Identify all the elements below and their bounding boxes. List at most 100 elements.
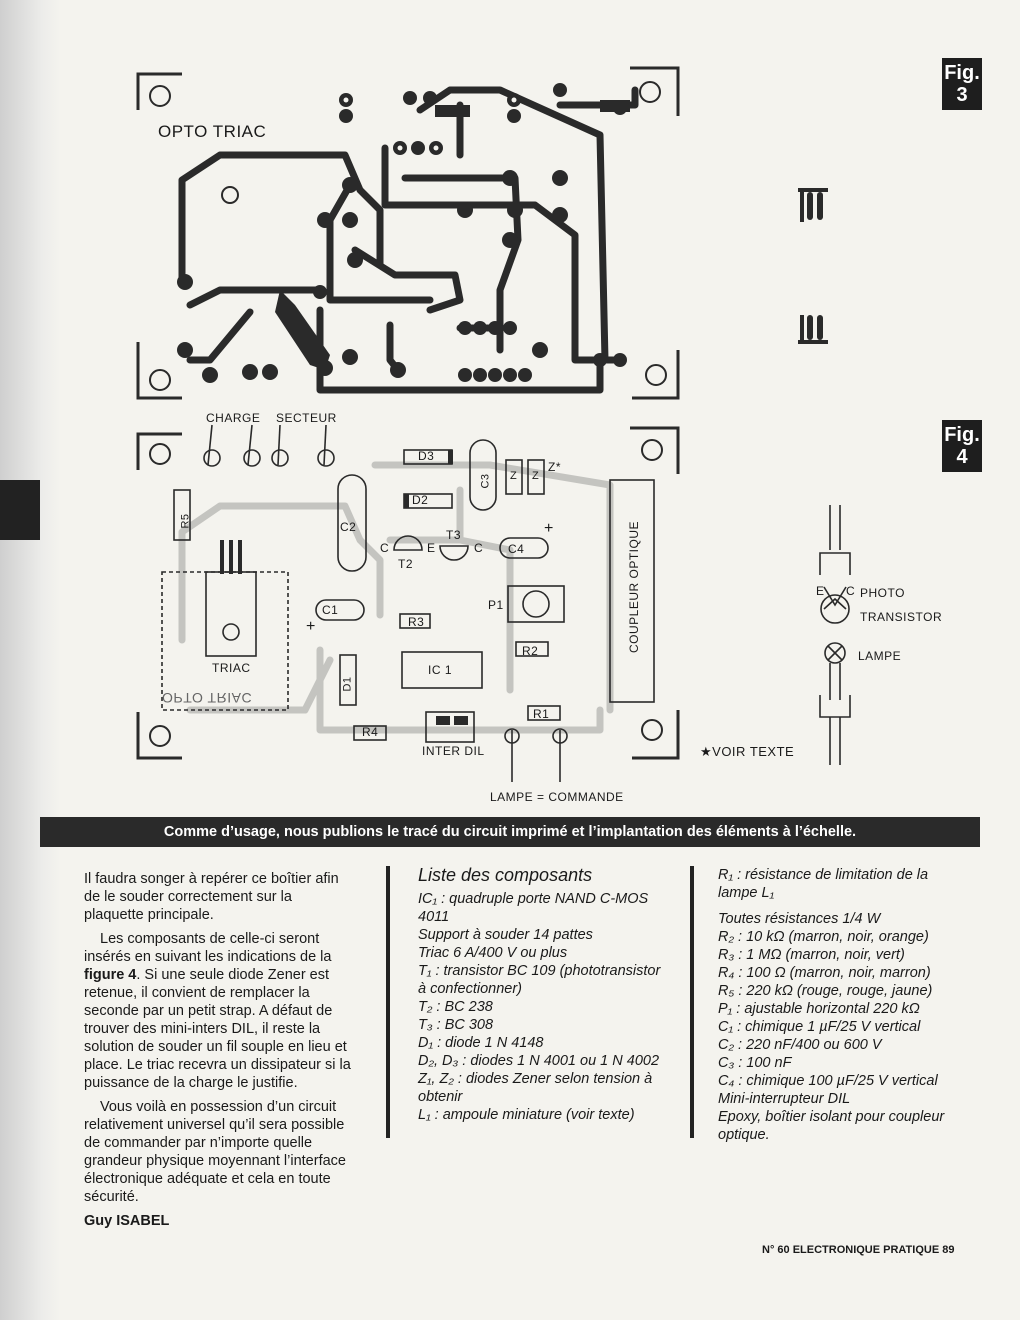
transistor-t3: [439, 545, 469, 561]
pcb-track: [351, 246, 464, 314]
resistor-r2: [515, 641, 549, 657]
page-footer: N° 60 ELECTRONIQUE PRATIQUE 89: [762, 1244, 955, 1256]
label-c1-plus: +: [306, 618, 316, 635]
label-c2: C2: [340, 520, 357, 534]
capacitor-c3: [469, 439, 497, 511]
label-r1: R1: [533, 707, 550, 721]
paragraph-text: Les composants de celle-ci seront inséré…: [84, 931, 332, 965]
component-item: T₁ : transistor BC 109 (phototransistor …: [418, 963, 661, 997]
component-item: L₁ : ampoule miniature (voir texte): [418, 1107, 635, 1123]
optocoupler: [609, 479, 655, 703]
binding-mark: [0, 480, 40, 540]
fig3-tag: Fig. 3: [942, 58, 982, 110]
component-list-col2: R₁ : résistance de limitation de la lamp…: [718, 866, 968, 1144]
label-c4-plus: +: [544, 520, 554, 537]
corner-mark: [630, 66, 680, 116]
label-c4: C4: [508, 542, 525, 556]
label-charge: CHARGE: [206, 411, 261, 425]
component-item: C₁ : chimique 1 µF/25 V vertical: [718, 1019, 921, 1035]
label-t2: T2: [398, 557, 414, 571]
capacitor-c2: [337, 474, 367, 572]
component-item: R₅ : 220 kΩ (rouge, rouge, jaune): [718, 983, 933, 999]
label-t2-c: C: [380, 541, 390, 555]
resistor-r4: [353, 725, 387, 741]
corner-mark: [630, 426, 680, 474]
paragraph: Il faudra songer à repérer ce boîtier af…: [84, 871, 339, 923]
inter-dil: [425, 711, 475, 743]
pcb-track: [186, 286, 324, 309]
legend-photo: PHOTO: [860, 586, 905, 600]
component-item: R₁ : résistance de limitation de la lamp…: [718, 867, 929, 901]
label-inter-dil: INTER DIL: [422, 744, 485, 758]
diode-d1: [339, 654, 357, 706]
pcb-track: [326, 181, 434, 304]
fig3-tag-number: 3: [956, 84, 968, 106]
label-d3: D3: [418, 449, 435, 463]
transistor-t2: [393, 535, 423, 551]
optocoupler-schematic: [819, 505, 851, 765]
zener-z2: [527, 459, 545, 495]
component-item: Epoxy, boîtier isolant pour coupleur opt…: [718, 1109, 945, 1143]
capacitor-c4: [499, 537, 549, 559]
label-z2: Z: [532, 470, 540, 482]
label-t3: T3: [446, 528, 462, 542]
fig3-board-label: OPTO TRIAC: [158, 122, 267, 141]
label-voir-texte: ★VOIR TEXTE: [700, 744, 795, 759]
pcb-trace-diagram: [136, 66, 680, 400]
legend-lampe: LAMPE: [858, 649, 902, 663]
label-coupleur-optique: COUPLEUR OPTIQUE: [627, 520, 642, 654]
label-opto-triac-mirror: OPTO TRIAC: [162, 690, 253, 706]
component-item: R₃ : 1 MΩ (marron, noir, vert): [718, 947, 905, 963]
figure-reference: figure 4: [84, 967, 137, 983]
column-rule: [386, 866, 390, 1138]
label-r3: R3: [408, 615, 425, 629]
label-t3-c: C: [474, 541, 484, 555]
component-item: Triac 6 A/400 V ou plus: [418, 945, 568, 961]
component-list-title: Liste des composants: [418, 865, 593, 885]
legend-transistor: TRANSISTOR: [860, 610, 943, 624]
label-d1: D1: [341, 676, 354, 692]
component-items: Toutes résistances 1/4 W R₂ : 10 kΩ (marr…: [718, 910, 968, 1144]
ic1: [401, 651, 483, 689]
component-item: P₁ : ajustable horizontal 220 kΩ: [718, 1001, 920, 1017]
component-items: R₁ : résistance de limitation de la lamp…: [718, 866, 968, 902]
paragraph: Les composants de celle-ci seront inséré…: [84, 930, 354, 1092]
resistor-r1: [527, 705, 561, 721]
component-item: C₃ : 100 nF: [718, 1055, 792, 1071]
figure-caption: Comme d’usage, nous publions le tracé du…: [40, 817, 980, 847]
component-item: Mini-interrupteur DIL: [718, 1091, 851, 1107]
component-item: Toutes résistances 1/4 W: [718, 911, 881, 927]
triac-body: [205, 571, 257, 657]
resistor-r3: [399, 613, 431, 629]
mounting-hole: [149, 85, 171, 107]
fig4-tag-number: 4: [956, 446, 968, 468]
author: Guy ISABEL: [84, 1213, 170, 1229]
component-item: IC₁ : quadruple porte NAND C-MOS 4011: [418, 891, 649, 925]
corner-mark: [136, 432, 182, 470]
component-item: D₁ : diode 1 N 4148: [418, 1035, 544, 1051]
mounting-hole: [221, 186, 239, 204]
pcb-track: [556, 86, 639, 109]
fig4-tag: Fig. 4: [942, 420, 982, 472]
component-item: D₂, D₃ : diodes 1 N 4001 ou 1 N 4002: [418, 1053, 660, 1069]
label-r4: R4: [362, 725, 379, 739]
component-list-col1: Liste des composants IC₁ : quadruple por…: [418, 866, 668, 1124]
capacitor-c1: [315, 599, 365, 621]
component-item: T₃ : BC 308: [418, 1017, 494, 1033]
label-r5: R5: [179, 513, 192, 529]
column-rule: [690, 866, 694, 1138]
component-item: T₂ : BC 238: [418, 999, 493, 1015]
label-secteur: SECTEUR: [276, 411, 337, 425]
legend-e: E: [816, 584, 825, 598]
fig4-tag-text: Fig.: [944, 424, 980, 446]
component-item: R₂ : 10 kΩ (marron, noir, orange): [718, 929, 929, 945]
fig3-tag-text: Fig.: [944, 62, 980, 84]
legend-c: C: [846, 584, 856, 598]
label-d2: D2: [412, 493, 429, 507]
component-layout-diagram: [136, 424, 680, 782]
corner-mark: [136, 342, 182, 400]
mounting-hole: [639, 81, 661, 103]
label-c1: C1: [322, 603, 339, 617]
corner-mark: [632, 350, 680, 400]
opto-triac-outline: [161, 571, 289, 711]
